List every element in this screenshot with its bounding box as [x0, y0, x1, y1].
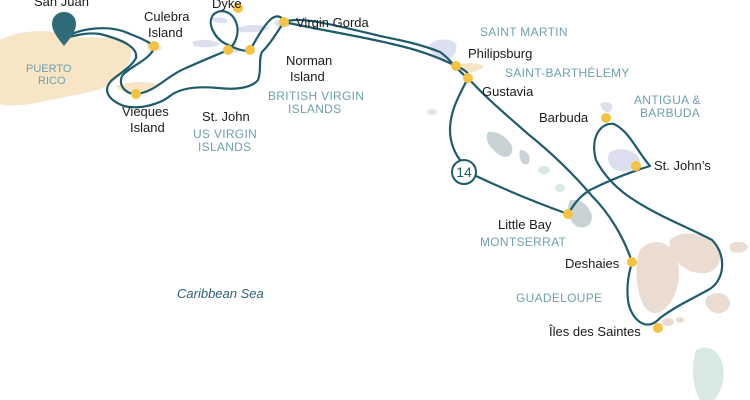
label-st-johns: St. John’s	[654, 158, 711, 173]
region-guadeloupe: GUADELOUPE	[516, 291, 602, 305]
day-badge-number: 14	[456, 164, 472, 180]
stop-marker-culebra[interactable]	[149, 41, 159, 51]
region-puerto-rico-line1: PUERTO	[26, 63, 72, 75]
label-vieques-line2: Island	[130, 120, 165, 135]
islet-1	[427, 109, 437, 115]
region-bvi-line1: BRITISH VIRGIN	[268, 89, 364, 103]
region-montserrat: MONTSERRAT	[480, 235, 566, 249]
stop-marker-norman-island[interactable]	[245, 45, 255, 55]
label-philipsburg: Philipsburg	[468, 46, 532, 61]
saba-land	[486, 131, 513, 157]
label-deshaies: Deshaies	[565, 256, 620, 271]
stop-marker-st-john[interactable]	[223, 45, 233, 55]
la-desirade-land	[730, 241, 748, 253]
stop-marker-vieques[interactable]	[131, 89, 141, 99]
map-pin-icon[interactable]	[52, 12, 76, 46]
label-culebra-line2: Island	[148, 25, 183, 40]
les-saintes-land-1	[662, 318, 674, 326]
anegada-land	[212, 17, 228, 24]
guadeloupe-grande-terre-land	[669, 233, 721, 274]
label-iles-des-saintes: Îles des Saintes	[548, 324, 641, 339]
stop-marker-iles-des-saintes[interactable]	[653, 323, 663, 333]
label-vieques-line1: Vieques	[122, 104, 169, 119]
label-little-bay: Little Bay	[498, 217, 552, 232]
stop-marker-barbuda[interactable]	[601, 113, 611, 123]
islet-3	[555, 184, 565, 192]
region-saint-barthelemy: SAINT-BARTHÉLEMY	[505, 65, 630, 80]
sea-label: Caribbean Sea	[177, 286, 264, 301]
les-saintes-land-2	[676, 317, 684, 323]
label-norman-line1: Norman	[286, 53, 332, 68]
region-antigua-line1: ANTIGUA &	[634, 93, 701, 107]
st-thomas-land	[192, 39, 220, 48]
marie-galante-land	[705, 293, 730, 314]
stop-marker-st-johns[interactable]	[631, 161, 641, 171]
cruise-route-line	[62, 10, 724, 326]
label-culebra-line1: Culebra	[144, 9, 190, 24]
stop-marker-deshaies[interactable]	[627, 257, 637, 267]
label-virgin-gorda: Virgin Gorda	[296, 15, 370, 30]
nevis-land	[519, 150, 530, 165]
saint-martin-land	[429, 39, 457, 60]
stop-marker-jost-van-dyke[interactable]	[233, 3, 243, 13]
stop-marker-little-bay[interactable]	[563, 209, 573, 219]
region-antigua-line2: BARBUDA	[640, 106, 700, 120]
guadeloupe-basse-terre-land	[636, 241, 680, 314]
dominica-land	[693, 347, 724, 400]
stop-marker-philipsburg[interactable]	[451, 61, 461, 71]
label-gustavia: Gustavia	[482, 84, 534, 99]
stop-marker-gustavia[interactable]	[463, 73, 473, 83]
region-saint-martin: SAINT MARTIN	[480, 25, 568, 39]
label-st-john: St. John	[202, 109, 250, 124]
label-norman-line2: Island	[290, 69, 325, 84]
label-barbuda: Barbuda	[539, 110, 589, 125]
stop-marker-virgin-gorda[interactable]	[279, 17, 289, 27]
region-puerto-rico-line2: RICO	[38, 75, 66, 87]
region-usvi-line2: ISLANDS	[198, 140, 251, 154]
barbuda-land	[600, 102, 613, 112]
region-usvi-line1: US VIRGIN	[193, 127, 257, 141]
day-badge: 14	[451, 159, 477, 185]
label-san-juan: San Juan	[34, 0, 89, 9]
label-jost-van-dyke: Dyke	[212, 0, 242, 11]
vieques-land	[116, 81, 159, 93]
puerto-rico-land	[0, 31, 131, 106]
islet-2	[538, 166, 550, 174]
region-bvi-line2: ISLANDS	[288, 102, 341, 116]
